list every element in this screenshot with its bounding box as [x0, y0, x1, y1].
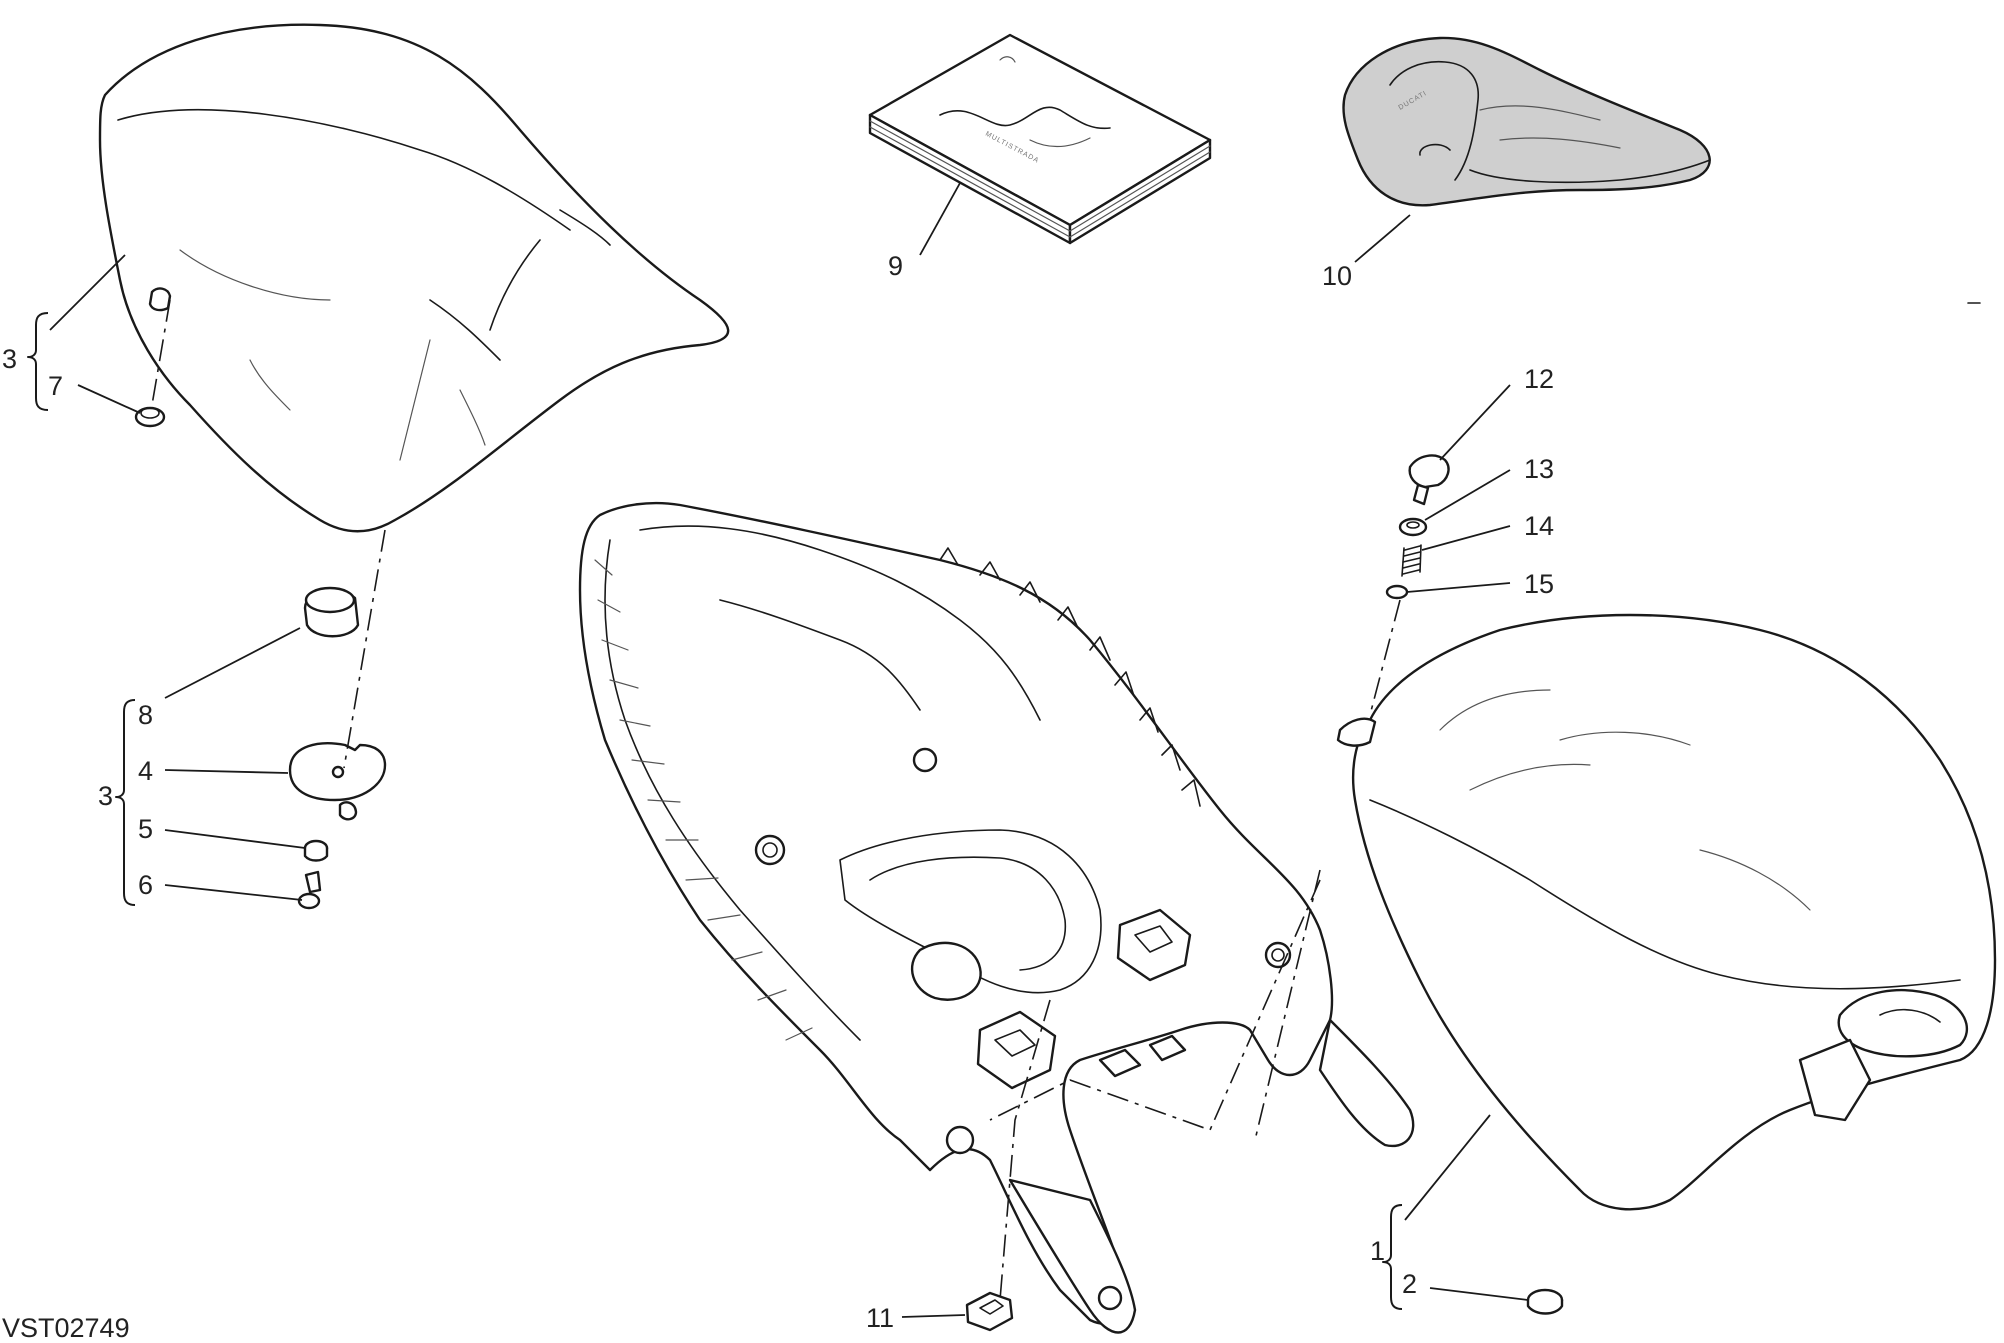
screw-7[interactable]	[134, 406, 166, 428]
callout-1[interactable]: 1	[1370, 1236, 1385, 1266]
nut-5[interactable]	[303, 839, 329, 862]
rubber-buffer-8[interactable]	[303, 586, 360, 638]
callout-labels: 1 2 3 3 4 5 6 7 8 9 10 11 12 13 14 15	[2, 251, 1554, 1333]
callout-6[interactable]: 6	[138, 870, 153, 900]
drawing-code: VST02749	[2, 1313, 130, 1343]
callout-9[interactable]: 9	[888, 251, 903, 281]
callout-11[interactable]: 11	[866, 1303, 894, 1333]
callout-8[interactable]: 8	[138, 700, 153, 730]
key-12[interactable]	[1408, 454, 1450, 506]
clip-11[interactable]	[965, 1291, 1014, 1332]
callout-3-passenger[interactable]: 3	[2, 344, 17, 374]
callout-7[interactable]: 7	[48, 371, 63, 401]
passenger-seat[interactable]	[98, 23, 730, 533]
rider-seat[interactable]	[1336, 613, 1997, 1211]
callout-3-buffer-kit[interactable]: 3	[98, 781, 113, 811]
washer-15[interactable]	[1385, 584, 1409, 600]
washer-13[interactable]	[1398, 517, 1428, 537]
braces	[27, 312, 1403, 1310]
callout-2[interactable]: 2	[1402, 1269, 1417, 1299]
callout-14[interactable]: 14	[1524, 511, 1554, 541]
callout-13[interactable]: 13	[1524, 454, 1554, 484]
callout-10[interactable]: 10	[1322, 261, 1352, 291]
callout-15[interactable]: 15	[1524, 569, 1554, 599]
screw-6[interactable]	[297, 870, 322, 910]
leader-lines	[49, 182, 1529, 1318]
plate-4[interactable]	[288, 742, 387, 821]
spring-14[interactable]	[1401, 544, 1422, 577]
callout-5[interactable]: 5	[138, 814, 153, 844]
callout-12[interactable]: 12	[1524, 364, 1554, 394]
owners-manual[interactable]: MULTISTRADA	[868, 33, 1212, 245]
callout-4[interactable]: 4	[138, 756, 153, 786]
plug-2[interactable]	[1526, 1288, 1564, 1315]
seat-cushion[interactable]: DUCATI	[1342, 36, 1711, 207]
assembly-lines	[151, 299, 1401, 1301]
seat-subframe[interactable]	[578, 501, 1415, 1334]
